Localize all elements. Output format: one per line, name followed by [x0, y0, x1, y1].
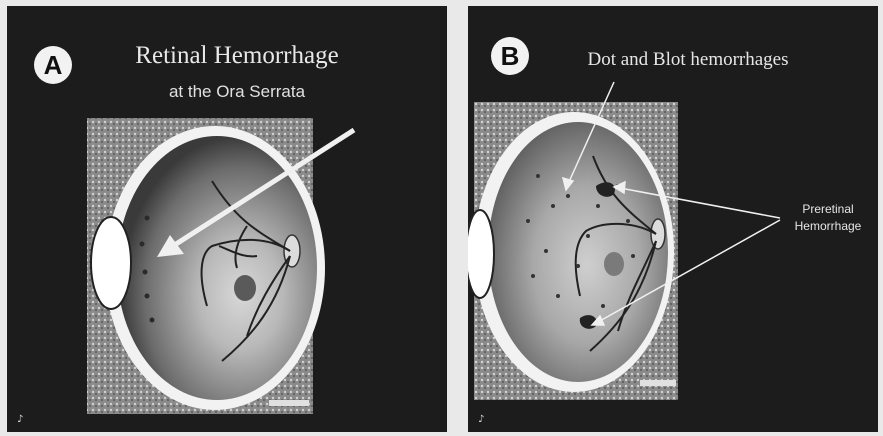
panel-b: B Dot and Blot hemorrhages Preretinal He…	[468, 6, 878, 432]
speaker-icon: ♪	[17, 414, 27, 426]
preretinal-label-line2: Hemorrhage	[780, 218, 876, 235]
preretinal-hemorrhage-label: Preretinal Hemorrhage	[780, 201, 876, 235]
macula	[604, 252, 624, 276]
scale-bar	[640, 380, 676, 386]
speaker-icon: ♪	[478, 414, 488, 426]
preretinal-label-line1: Preretinal	[780, 201, 876, 218]
panel-b-title: Dot and Blot hemorrhages	[563, 49, 813, 71]
panel-label-b: B	[491, 37, 529, 75]
panel-a: A Retinal Hemorrhage at the Ora Serrata …	[7, 6, 447, 432]
optic-disc	[651, 219, 665, 249]
lens	[468, 210, 494, 298]
lens	[91, 217, 131, 309]
scale-bar	[269, 400, 309, 406]
panel-a-title: Retinal Hemorrhage	[117, 42, 357, 70]
macula	[234, 275, 256, 301]
panel-label-a: A	[34, 46, 72, 84]
panel-a-subtitle: at the Ora Serrata	[117, 82, 357, 102]
